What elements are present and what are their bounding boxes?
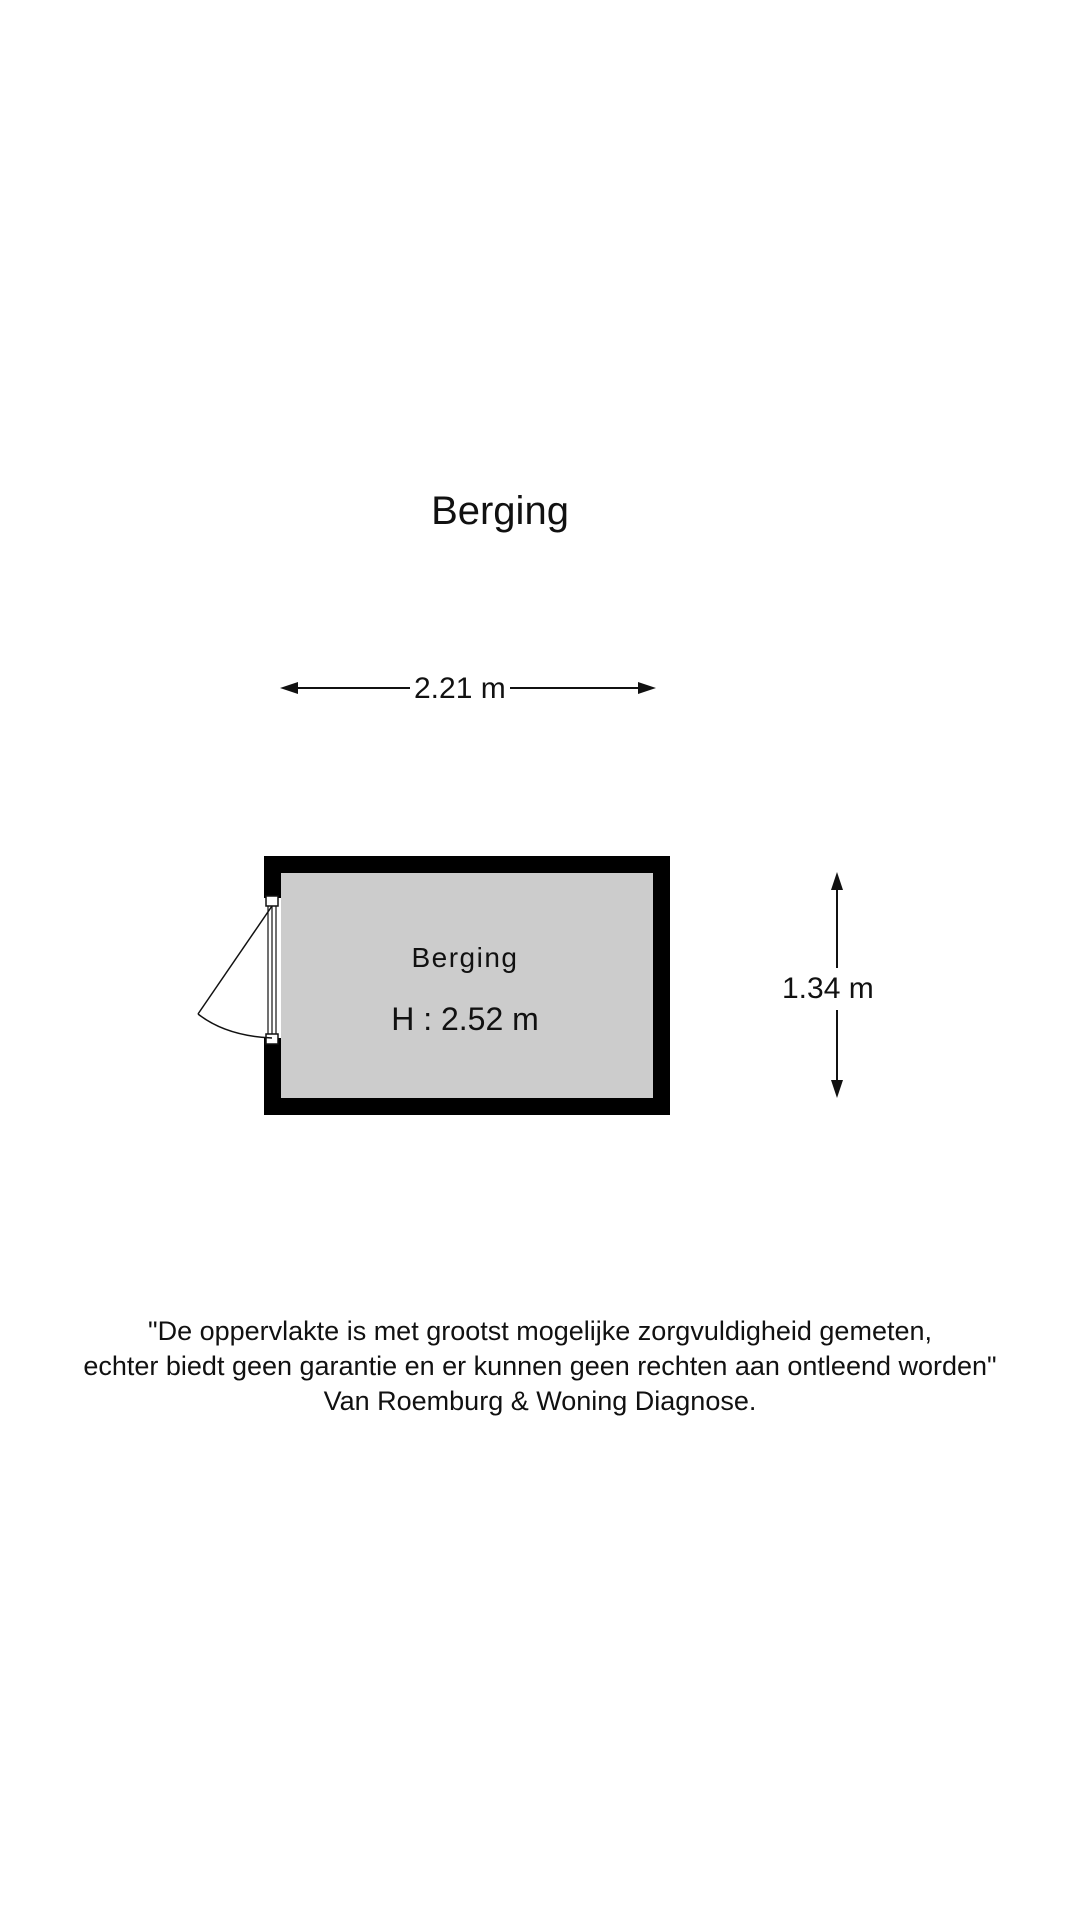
width-dimension-label: 2.21 m	[410, 672, 510, 706]
room-height-label: H : 2.52 m	[391, 1001, 539, 1037]
height-dimension-label: 1.34 m	[782, 968, 874, 1010]
door-symbol	[197, 895, 281, 1045]
floorplan-title: Berging	[431, 489, 569, 533]
disclaimer-line: echter biedt geen garantie en er kunnen …	[83, 1351, 997, 1381]
disclaimer-line: Van Roemburg & Woning Diagnose.	[323, 1386, 757, 1416]
disclaimer-line: "De oppervlakte is met grootst mogelijke…	[148, 1316, 932, 1346]
room-name-label: Berging	[411, 942, 519, 973]
disclaimer-text: "De oppervlakte is met grootst mogelijke…	[0, 1314, 1080, 1419]
room-floor	[281, 873, 653, 1098]
room-berging	[264, 856, 670, 1115]
